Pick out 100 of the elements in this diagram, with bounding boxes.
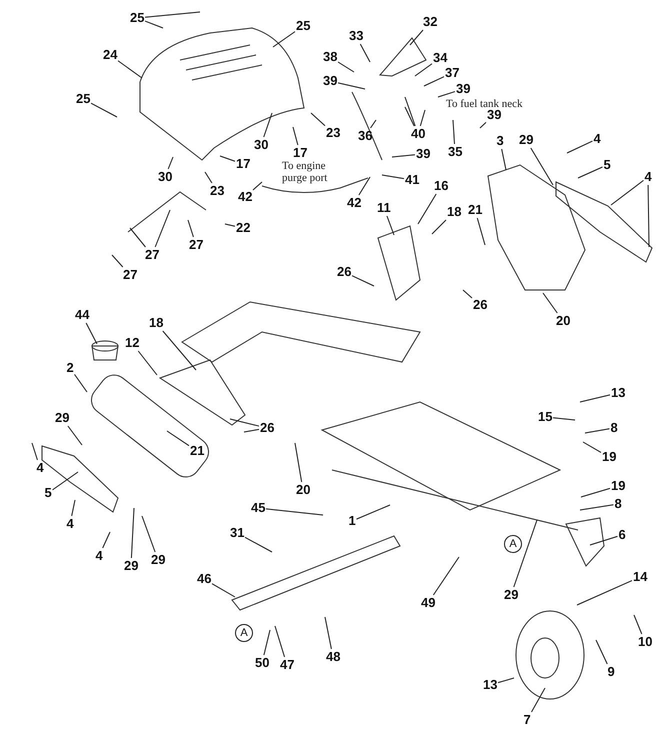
leader-line: [102, 532, 110, 548]
leader-line: [580, 504, 614, 510]
leader-line: [204, 172, 212, 184]
callout-number: 27: [189, 238, 204, 252]
leader-line: [244, 536, 272, 552]
leader-line: [552, 417, 576, 420]
callout-number: 15: [538, 410, 552, 424]
callout-number: 4: [594, 132, 601, 146]
leader-line: [144, 20, 164, 28]
callout-number: 29: [151, 553, 166, 567]
callout-number: 24: [103, 48, 118, 62]
leader-line: [410, 30, 424, 46]
leader-line: [130, 228, 146, 248]
leader-line: [266, 508, 324, 516]
leader-line: [154, 210, 170, 248]
leader-line: [424, 76, 444, 86]
leader-line: [531, 688, 546, 712]
leader-line: [576, 580, 632, 606]
leader-line: [352, 275, 374, 286]
leader-line: [338, 82, 366, 90]
leader-line: [263, 630, 270, 656]
callout-number: 23: [210, 184, 224, 198]
callout-number: 19: [611, 479, 626, 493]
leader-line: [274, 626, 286, 658]
note-text: To engine purge port: [282, 160, 328, 184]
callout-number: 22: [236, 221, 250, 235]
leader-line: [580, 394, 610, 402]
callout-number: 25: [296, 19, 310, 33]
callout-number: 29: [519, 133, 534, 147]
callout-number: 35: [448, 145, 462, 159]
callout-number: 13: [611, 386, 626, 400]
leader-line: [513, 520, 538, 588]
leader-line: [32, 442, 38, 460]
leader-line: [420, 110, 426, 126]
callout-number: 39: [416, 147, 430, 161]
callout-number: 25: [130, 11, 144, 25]
leader-line: [452, 120, 455, 144]
callout-number: 33: [349, 29, 364, 43]
callout-number: 19: [602, 450, 616, 464]
callout-number: 6: [618, 528, 626, 542]
callout-number: 14: [633, 570, 648, 584]
leader-line: [462, 290, 472, 298]
leader-line: [498, 678, 514, 684]
note-text: To fuel tank neck: [446, 98, 524, 110]
callout-number: 7: [524, 713, 531, 727]
leader-line: [382, 174, 404, 180]
callout-number: 20: [556, 314, 570, 328]
callout-number: 42: [347, 196, 362, 210]
leader-line: [166, 430, 190, 446]
callout-number: 9: [608, 665, 615, 679]
leader-line: [590, 536, 618, 546]
callout-number: 34: [433, 51, 448, 65]
leader-line: [324, 616, 332, 650]
leader-line: [404, 96, 416, 126]
leader-line: [414, 63, 432, 76]
leader-line: [501, 148, 506, 170]
leader-line: [168, 156, 174, 170]
callout-number: 2: [66, 361, 74, 375]
callout-number: 4: [36, 461, 44, 475]
leader-line: [432, 220, 446, 234]
callout-number: 21: [468, 203, 482, 217]
reference-marker: A: [235, 624, 253, 642]
leader-line: [566, 140, 593, 154]
callout-number: 49: [421, 596, 436, 610]
callout-number: 39: [456, 82, 470, 96]
callout-number: 26: [260, 421, 274, 435]
callout-number: 18: [149, 316, 164, 330]
callout-number: 37: [445, 66, 460, 80]
leader-line: [648, 184, 650, 248]
leader-line: [138, 350, 158, 376]
callout-number: 40: [411, 127, 426, 141]
callout-number: 44: [75, 308, 90, 322]
leader-line: [162, 330, 196, 370]
callout-number: 3: [496, 134, 504, 148]
callout-number: 31: [230, 526, 244, 540]
leader-line: [356, 504, 390, 520]
leader-line: [212, 583, 236, 598]
leader-line: [74, 374, 88, 392]
leader-line: [118, 60, 142, 78]
callout-number: 39: [323, 74, 338, 88]
callout-number: 46: [197, 572, 212, 586]
callout-number: 11: [377, 201, 391, 215]
leader-line: [358, 176, 370, 196]
leader-line: [71, 500, 76, 516]
leader-line: [530, 148, 554, 186]
leader-line: [130, 508, 134, 558]
callout-number: 18: [447, 205, 462, 219]
callout-number: 4: [96, 549, 103, 563]
leader-line: [244, 428, 260, 432]
callout-number: 25: [76, 92, 90, 106]
leader-line: [476, 218, 486, 246]
callout-number: 47: [280, 658, 294, 672]
leader-line: [584, 428, 610, 434]
callout-number: 29: [504, 588, 518, 602]
callout-number: 23: [326, 126, 340, 140]
leader-line: [294, 442, 302, 482]
callout-number: 4: [644, 170, 652, 184]
leader-line: [220, 156, 236, 162]
callout-number: 26: [473, 298, 488, 312]
callout-number: 27: [145, 248, 160, 262]
